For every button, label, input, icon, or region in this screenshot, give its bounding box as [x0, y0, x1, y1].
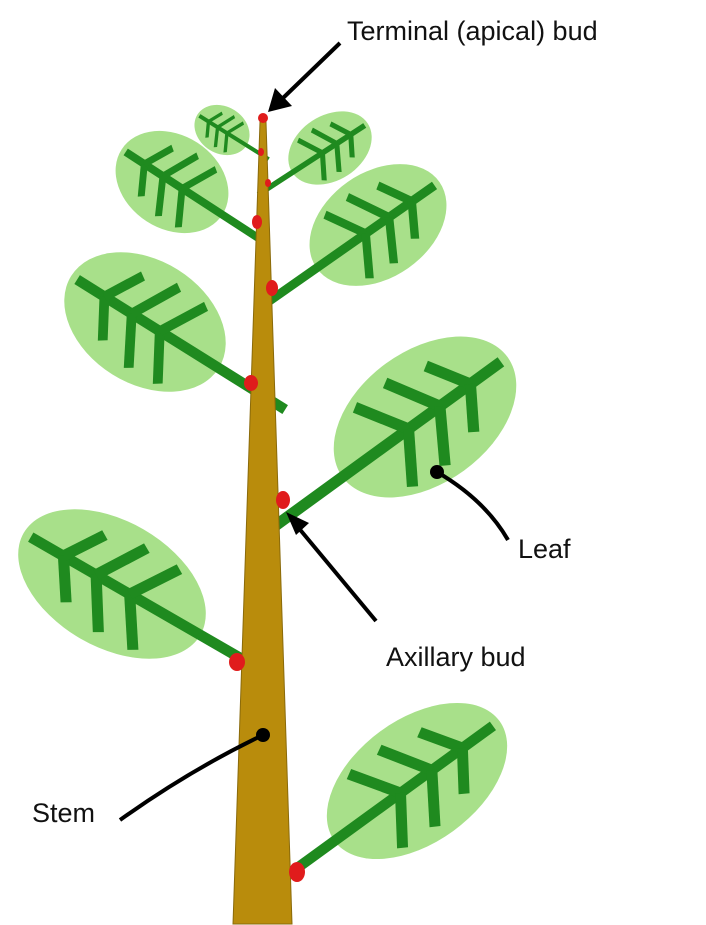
leaf-pointer-line [437, 472, 508, 540]
axillary-bud [276, 491, 290, 509]
axillary-bud [265, 179, 271, 187]
axillary-bud-pointer [297, 526, 376, 621]
axillary-bud-label: Axillary bud [386, 642, 526, 672]
axillary-bud [266, 280, 278, 296]
axillary-bud [229, 653, 245, 671]
stem-label: Stem [32, 798, 95, 828]
terminal-bud [258, 113, 268, 123]
axillary-bud [258, 148, 264, 156]
axillary-bud [252, 215, 262, 229]
axillary-bud [289, 862, 305, 882]
terminal-bud-pointer [282, 43, 340, 99]
terminal-bud-label: Terminal (apical) bud [347, 16, 598, 46]
leaf-label: Leaf [518, 534, 571, 564]
axillary-bud [244, 375, 258, 391]
